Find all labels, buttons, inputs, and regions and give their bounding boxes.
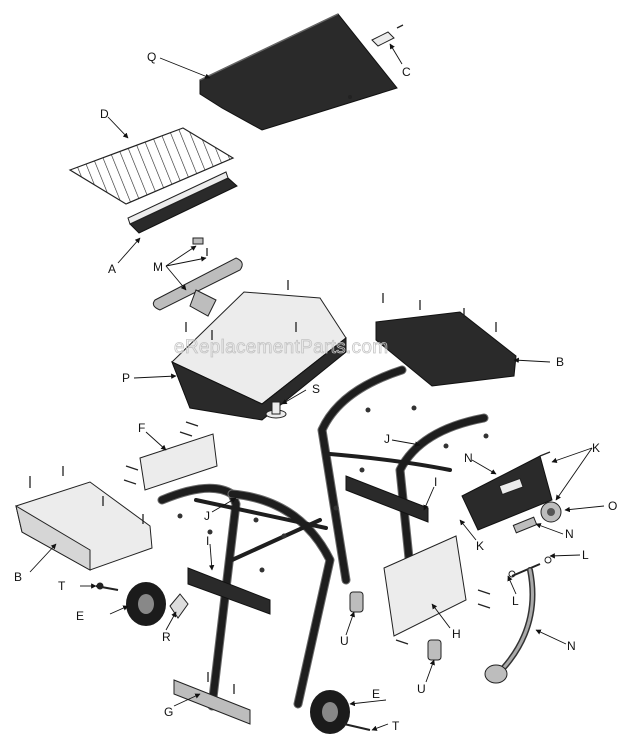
label-I-left: I	[206, 534, 209, 548]
label-N-valve: N	[565, 527, 574, 541]
label-B-left: B	[14, 570, 22, 584]
burner-part	[152, 237, 243, 317]
watermark-text: eReplacementParts.com	[174, 337, 388, 358]
left-side-shelf-part	[15, 466, 153, 571]
label-A: A	[108, 262, 116, 276]
hardware-part	[177, 405, 489, 573]
label-L-right: L	[582, 548, 589, 562]
heat-shield-part	[127, 171, 238, 234]
callout-labels: Q C D A M P S B F J J I I K N O N K L L …	[14, 50, 617, 733]
label-E-right: E	[372, 687, 380, 701]
valve-part	[512, 516, 538, 534]
label-T-left: T	[58, 579, 66, 593]
control-knob-part	[540, 501, 562, 523]
label-D: D	[100, 107, 109, 121]
label-P: P	[122, 371, 130, 385]
label-N-hose: N	[567, 639, 576, 653]
leader-lines	[29, 43, 605, 731]
label-H: H	[452, 627, 461, 641]
axle-bolt-part	[95, 582, 371, 731]
cooking-grate-part	[68, 127, 235, 205]
label-N-panel: N	[464, 451, 473, 465]
bottom-rail-part	[173, 672, 251, 725]
label-L-left: L	[512, 594, 519, 608]
clip-part	[508, 556, 552, 578]
label-S: S	[312, 382, 320, 396]
grommet-part	[265, 401, 287, 419]
label-R: R	[162, 630, 171, 644]
label-O: O	[608, 499, 617, 513]
left-cart-frame-part	[157, 483, 335, 711]
label-F: F	[138, 421, 145, 435]
firebox-part	[171, 280, 347, 421]
label-K-top: K	[592, 441, 600, 455]
right-side-shelf-part	[375, 293, 517, 387]
label-G: G	[164, 705, 173, 719]
label-U-right: U	[417, 682, 426, 696]
lid-handle-part	[371, 24, 404, 47]
label-I-right: I	[434, 475, 437, 489]
latch-part	[169, 593, 189, 619]
label-E-left: E	[76, 609, 84, 623]
bottom-panel-part	[383, 535, 491, 645]
front-panel-part	[123, 421, 218, 491]
cross-brace-part	[187, 475, 429, 615]
label-Q: Q	[147, 50, 156, 64]
label-C: C	[402, 65, 411, 79]
label-J-right: J	[384, 432, 390, 446]
foot-cap-part	[349, 591, 442, 661]
lid-part	[199, 13, 398, 131]
label-B-right: B	[556, 355, 564, 369]
label-K-bottom: K	[476, 539, 484, 553]
control-panel-part	[461, 451, 553, 531]
gas-hose-part	[484, 567, 536, 684]
wheel-part	[126, 582, 350, 734]
label-T-right: T	[392, 719, 400, 733]
label-J-left: J	[204, 509, 210, 523]
right-cart-frame-part	[317, 365, 489, 585]
label-U-left: U	[340, 634, 349, 648]
label-M: M	[153, 260, 163, 274]
